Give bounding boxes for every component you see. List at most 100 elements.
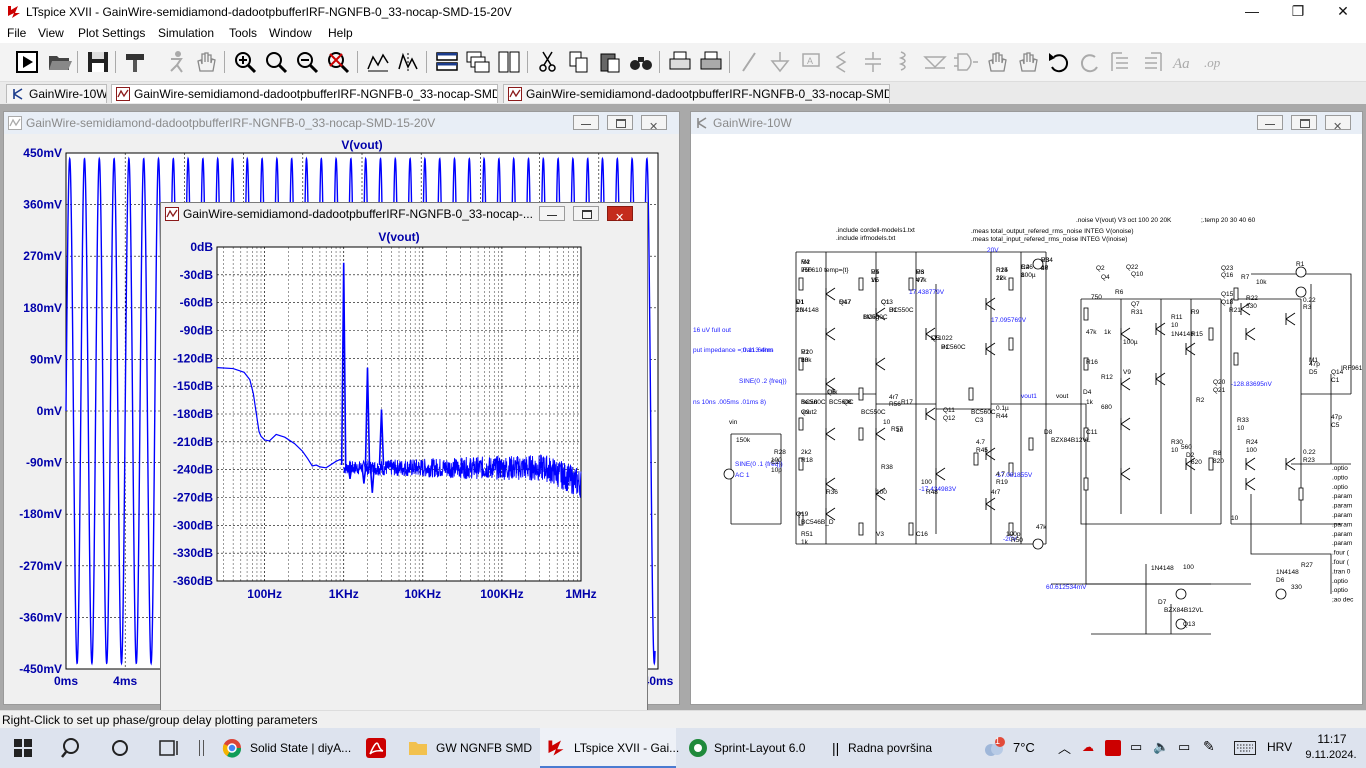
directive-meas: .meas total_output_refered_rms_noise INT… xyxy=(971,228,1134,235)
cascade-icon[interactable] xyxy=(465,49,491,75)
paste-icon[interactable] xyxy=(597,49,623,75)
resistor-symbol xyxy=(1298,487,1304,501)
transistor-symbol xyxy=(935,467,946,481)
keyboard-icon[interactable] xyxy=(1234,741,1256,755)
task-view-icon[interactable] xyxy=(158,738,180,758)
zoom-out-icon[interactable] xyxy=(294,49,320,75)
battery-icon[interactable]: ▭ xyxy=(1178,739,1191,754)
close-button[interactable]: ✕ xyxy=(607,206,633,224)
window-titlebar[interactable]: GainWire-10W ✕ xyxy=(691,112,1362,134)
minimize-button[interactable] xyxy=(573,115,599,130)
component-label: R22 xyxy=(1246,295,1258,302)
weather-cloud-icon[interactable] xyxy=(981,736,1007,760)
zoom-cancel-icon[interactable] xyxy=(325,49,351,75)
close-button[interactable]: ✕ xyxy=(641,115,667,133)
close-button[interactable]: ✕ xyxy=(1337,3,1349,19)
tile-horizontal-icon[interactable] xyxy=(434,49,460,75)
maximize-button[interactable] xyxy=(1291,115,1317,130)
chevron-up-icon[interactable]: ︿ xyxy=(1058,741,1072,756)
volume-icon[interactable]: 🔈 xyxy=(1153,739,1170,754)
control-panel-hammer-icon[interactable] xyxy=(123,49,149,75)
component-label: R28 xyxy=(774,449,786,456)
capacitor-icon xyxy=(860,49,886,75)
weather-temp[interactable]: 7°C xyxy=(1013,740,1035,755)
tray-cloud-icon[interactable]: ☁ xyxy=(1082,740,1094,754)
tile-vertical-icon[interactable] xyxy=(496,49,522,75)
taskbar-folder[interactable]: GW NGNFB SMD xyxy=(408,728,532,768)
menu-simulation[interactable]: Simulation xyxy=(158,26,215,40)
menu-view[interactable]: View xyxy=(38,26,64,40)
taskbar-chrome[interactable]: Solid State | diyA... xyxy=(222,728,352,768)
undo-icon[interactable] xyxy=(1046,49,1072,75)
run-icon[interactable] xyxy=(14,49,40,75)
marker-icon[interactable] xyxy=(395,49,421,75)
windows-start-icon[interactable] xyxy=(14,739,32,757)
fft-plot[interactable]: 0dB-30dB-60dB-90dB-120dB-150dB-180dB-210… xyxy=(161,225,647,710)
zoom-fit-icon[interactable] xyxy=(263,49,289,75)
component-label: 4.7 xyxy=(996,471,1005,478)
autorange-icon[interactable] xyxy=(365,49,391,75)
menu-file[interactable]: File xyxy=(7,26,27,40)
fft-trace-vout[interactable] xyxy=(216,367,344,469)
component-label: Q2 xyxy=(1096,265,1105,272)
menu-plot-settings[interactable]: Plot Settings xyxy=(78,26,146,40)
component-label: V5 xyxy=(871,277,879,284)
zoom-in-icon[interactable] xyxy=(232,49,258,75)
schematic-window[interactable]: GainWire-10W ✕ .noise V(vout) V3 oct 100… xyxy=(690,111,1363,705)
component-label: 20 xyxy=(1041,265,1049,272)
transistor-symbol xyxy=(825,507,836,521)
taskbar-desktop[interactable]: || Radna površina xyxy=(832,728,942,768)
resistor-symbol xyxy=(1083,427,1089,441)
acrobat-tray-icon[interactable] xyxy=(1105,740,1121,756)
tab-plot-fft[interactable]: GainWire-semidiamond-dadootpbufferIRF-NG… xyxy=(503,84,890,103)
directive-include: .include cordell-models1.txt xyxy=(836,227,915,234)
pan-hand-icon[interactable] xyxy=(193,49,219,75)
taskbar-acrobat[interactable] xyxy=(366,728,390,768)
x-tick-label: 0ms xyxy=(54,674,78,688)
close-button[interactable]: ✕ xyxy=(1325,115,1351,133)
menu-window[interactable]: Window xyxy=(269,26,312,40)
print-setup-icon[interactable] xyxy=(698,49,724,75)
maximize-button[interactable] xyxy=(573,206,599,221)
search-icon[interactable] xyxy=(61,737,83,759)
tab-schematic-gainwire[interactable]: GainWire-10W xyxy=(6,84,107,103)
tab-plot-transient[interactable]: GainWire-semidiamond-dadootpbufferIRF-NG… xyxy=(111,84,498,103)
pen-icon[interactable]: ✎ xyxy=(1203,738,1215,754)
plot-window-fft[interactable]: GainWire-semidiamond-dadootpbufferIRF-NG… xyxy=(160,202,648,711)
menu-tools[interactable]: Tools xyxy=(229,26,258,40)
component-label: 100µ xyxy=(1123,339,1138,346)
halt-runner-icon[interactable] xyxy=(163,49,189,75)
cortana-icon[interactable] xyxy=(110,738,130,758)
window-titlebar[interactable]: GainWire-semidiamond-dadootpbufferIRF-NG… xyxy=(4,112,679,134)
restore-button[interactable]: ❐ xyxy=(1291,3,1305,19)
transistor-symbol xyxy=(925,327,936,341)
resistor-symbol xyxy=(968,387,974,401)
component-label: 820 xyxy=(1213,458,1224,465)
y-tick-label: -90dB xyxy=(180,324,214,338)
taskbar-ltspice[interactable]: LTspice XVII - Gai... xyxy=(540,728,679,768)
print-icon[interactable] xyxy=(667,49,693,75)
component-label: Q9 xyxy=(801,409,810,416)
cut-scissors-icon[interactable] xyxy=(535,49,561,75)
save-icon[interactable] xyxy=(85,49,111,75)
schematic-canvas[interactable]: .noise V(vout) V3 oct 100 20 20K;.temp 2… xyxy=(691,134,1362,704)
copy-icon[interactable] xyxy=(566,49,592,75)
taskbar-sprint-layout[interactable]: Sprint-Layout 6.0 xyxy=(688,728,818,768)
minimize-button[interactable] xyxy=(1257,115,1283,130)
x-tick-label: 100Hz xyxy=(247,587,282,601)
network-icon[interactable]: ▭ xyxy=(1130,739,1143,754)
annotation: 17.095769V xyxy=(991,317,1027,324)
find-binoculars-icon[interactable] xyxy=(628,49,654,75)
trace-label[interactable]: V(vout) xyxy=(378,230,419,244)
clock-time[interactable]: 11:17 xyxy=(1317,732,1347,746)
menu-help[interactable]: Help xyxy=(328,26,353,40)
trace-label[interactable]: V(vout) xyxy=(341,138,382,152)
window-titlebar[interactable]: GainWire-semidiamond-dadootpbufferIRF-NG… xyxy=(161,203,647,225)
language-indicator[interactable]: HRV xyxy=(1267,740,1293,754)
directive-option: .param xyxy=(1332,531,1352,538)
clock-date[interactable]: 9.11.2024. xyxy=(1305,749,1357,761)
maximize-button[interactable] xyxy=(607,115,633,130)
minimize-button[interactable] xyxy=(539,206,565,221)
minimize-button[interactable]: — xyxy=(1245,3,1259,19)
open-folder-icon[interactable] xyxy=(47,49,73,75)
